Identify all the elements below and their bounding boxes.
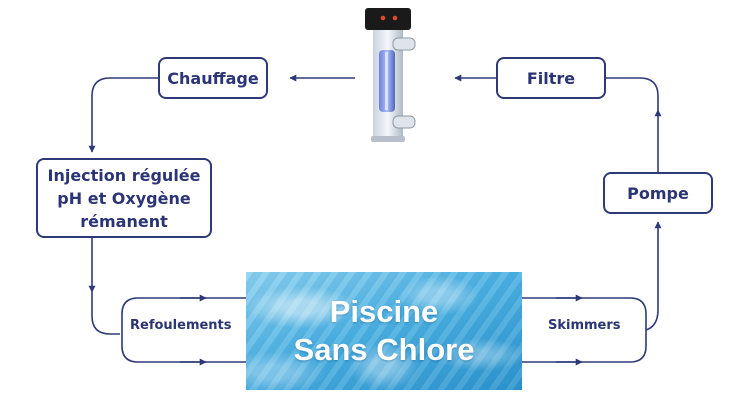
injection-node: Injection régulée pH et Oxygène rémanent [36, 158, 212, 238]
pompe-node: Pompe [603, 172, 713, 214]
injection-line-2: pH et Oxygène [57, 188, 191, 208]
injection-line-1: Injection régulée [47, 165, 201, 185]
refoulements-label: Refoulements [130, 318, 232, 333]
uv-oxygen-unit-icon [365, 8, 416, 142]
pool-block: Piscine Sans Chlore [246, 272, 522, 390]
pompe-label: Pompe [627, 183, 689, 203]
pool-title-line-1: Piscine [329, 294, 439, 329]
line-to-refoulements [91, 292, 120, 335]
refoulements-loop [121, 297, 246, 363]
chauffage-label: Chauffage [167, 68, 259, 88]
arrow-chauffage-to-injection [88, 77, 158, 153]
line-to-filtre [606, 77, 659, 110]
chauffage-node: Chauffage [158, 57, 268, 99]
skimmers-label: Skimmers [548, 318, 621, 333]
filtre-label: Filtre [526, 68, 576, 88]
arrow-skimmers-to-pompe [645, 221, 662, 331]
pool-title-line-2: Sans Chlore [293, 332, 475, 367]
filtre-node: Filtre [496, 57, 606, 99]
injection-line-3: rémanent [80, 211, 168, 231]
